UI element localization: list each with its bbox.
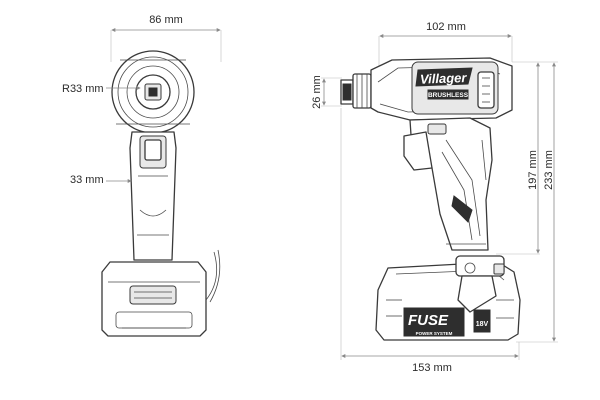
front-width-label: 86 mm — [149, 14, 183, 26]
side-view: 102 mm 26 mm Villager BRUSHLESS — [311, 21, 558, 374]
brushless-label: BRUSHLESS — [428, 92, 469, 99]
battery-logo: FUSE — [408, 312, 449, 329]
brand-logo: Villager — [420, 70, 468, 87]
chuck-radius-label: R33 mm — [62, 83, 104, 95]
battery-voltage: 18V — [476, 321, 489, 328]
grip-width-label: 33 mm — [70, 174, 104, 186]
head-width-label: 102 mm — [426, 21, 466, 33]
total-length-label: 153 mm — [412, 362, 452, 374]
front-view: 86 mm R33 mm 33 mm — [62, 14, 222, 337]
battery-tag: POWER SYSTEM — [416, 331, 453, 336]
total-height-label: 233 mm — [543, 150, 555, 190]
anvil-height-label: 26 mm — [311, 75, 323, 109]
height-no-battery-label: 197 mm — [527, 150, 539, 190]
